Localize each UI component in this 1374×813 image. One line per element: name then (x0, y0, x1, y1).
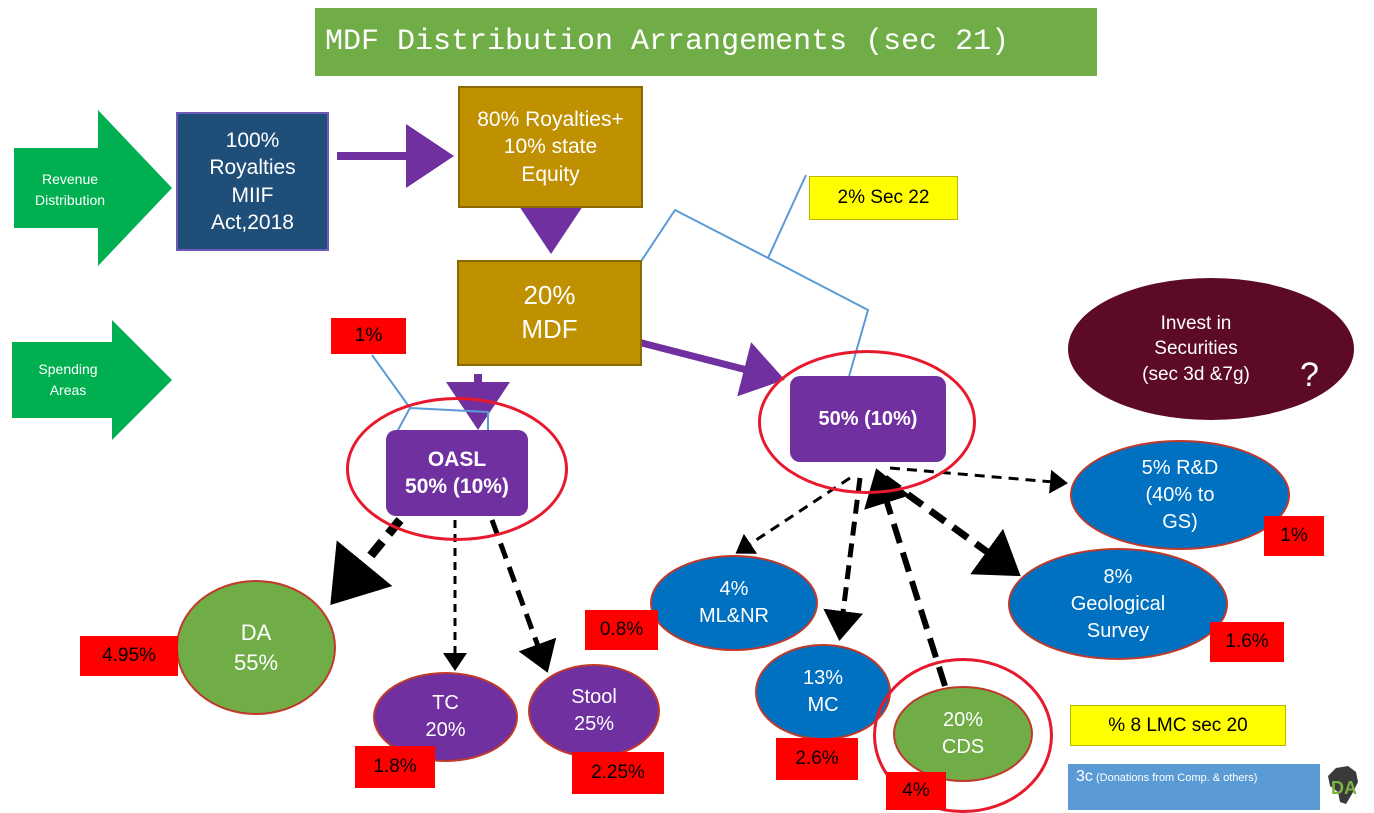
rd-oval: 5% R&D (40% to GS) (1070, 440, 1290, 550)
hub-to-cds-arrow (864, 468, 948, 687)
mlnr-tag: 0.8% (585, 610, 658, 650)
spending-areas-label: Spending Areas (38, 361, 98, 398)
securities-oval: Invest in Securities (sec 3d &7g) (1068, 278, 1354, 420)
royalties-box: 100% Royalties MIIF Act,2018 (176, 112, 329, 251)
cds-tag: 4% (886, 772, 946, 810)
geological-survey-oval: 8% Geological Survey (1008, 548, 1228, 660)
rd-tag: 1% (1264, 516, 1324, 556)
oasl-box: OASL 50% (10%) (386, 430, 528, 516)
revenue-block-arrow (14, 110, 172, 266)
cds-oval: 20% CDS (893, 686, 1033, 782)
mlnr-oval: 4% ML&NR (650, 555, 818, 651)
hub-to-mlnr-arrow (735, 476, 851, 554)
oasl-1pct-tag: 1% (331, 318, 406, 354)
donations-box: 3c (Donations from Comp. & others) (1068, 764, 1320, 810)
geo-tag: 1.6% (1210, 622, 1284, 662)
oasl-ring (346, 397, 568, 541)
stool-tag: 2.25% (572, 752, 664, 794)
stool-oval: Stool 25% (528, 664, 660, 758)
da-logo: DA (1322, 764, 1366, 808)
oasl-to-stool-arrow (489, 519, 557, 673)
lmc-note: % 8 LMC sec 20 (1070, 705, 1286, 746)
tc-oval: TC 20% (373, 672, 518, 762)
tc-tag: 1.8% (355, 746, 435, 788)
sec22-note: 2% Sec 22 (809, 176, 958, 220)
oasl-to-da-arrow (330, 517, 404, 605)
donations-text: (Donations from Comp. & others) (1095, 772, 1258, 784)
mdf-to-half-arrow (637, 338, 785, 397)
cds-ring (873, 658, 1053, 813)
donations-lead: 3c (1076, 768, 1093, 785)
hub-box: 50% (10%) (790, 376, 946, 462)
da-tag: 4.95% (80, 636, 178, 676)
question-mark: ? (1300, 356, 1319, 394)
mc-oval: 13% MC (755, 644, 891, 740)
securities-text: Invest in Securities (sec 3d &7g) (1142, 312, 1250, 385)
hub-ring (758, 350, 976, 494)
da-logo-text: DA (1331, 778, 1357, 798)
revenue-distribution-label: Revenue Distribution (34, 171, 106, 208)
diagram-title: MDF Distribution Arrangements (sec 21) (315, 8, 1097, 76)
royalties-equity-box: 80% Royalties+ 10% state Equity (458, 86, 643, 208)
hub-to-mc-arrow (823, 477, 863, 641)
mdf-box: 20% MDF (457, 260, 642, 366)
mc-tag: 2.6% (776, 738, 858, 780)
spending-block-arrow (12, 320, 172, 440)
da-oval: DA 55% (176, 580, 336, 715)
hub-to-rd-arrow (889, 466, 1068, 494)
